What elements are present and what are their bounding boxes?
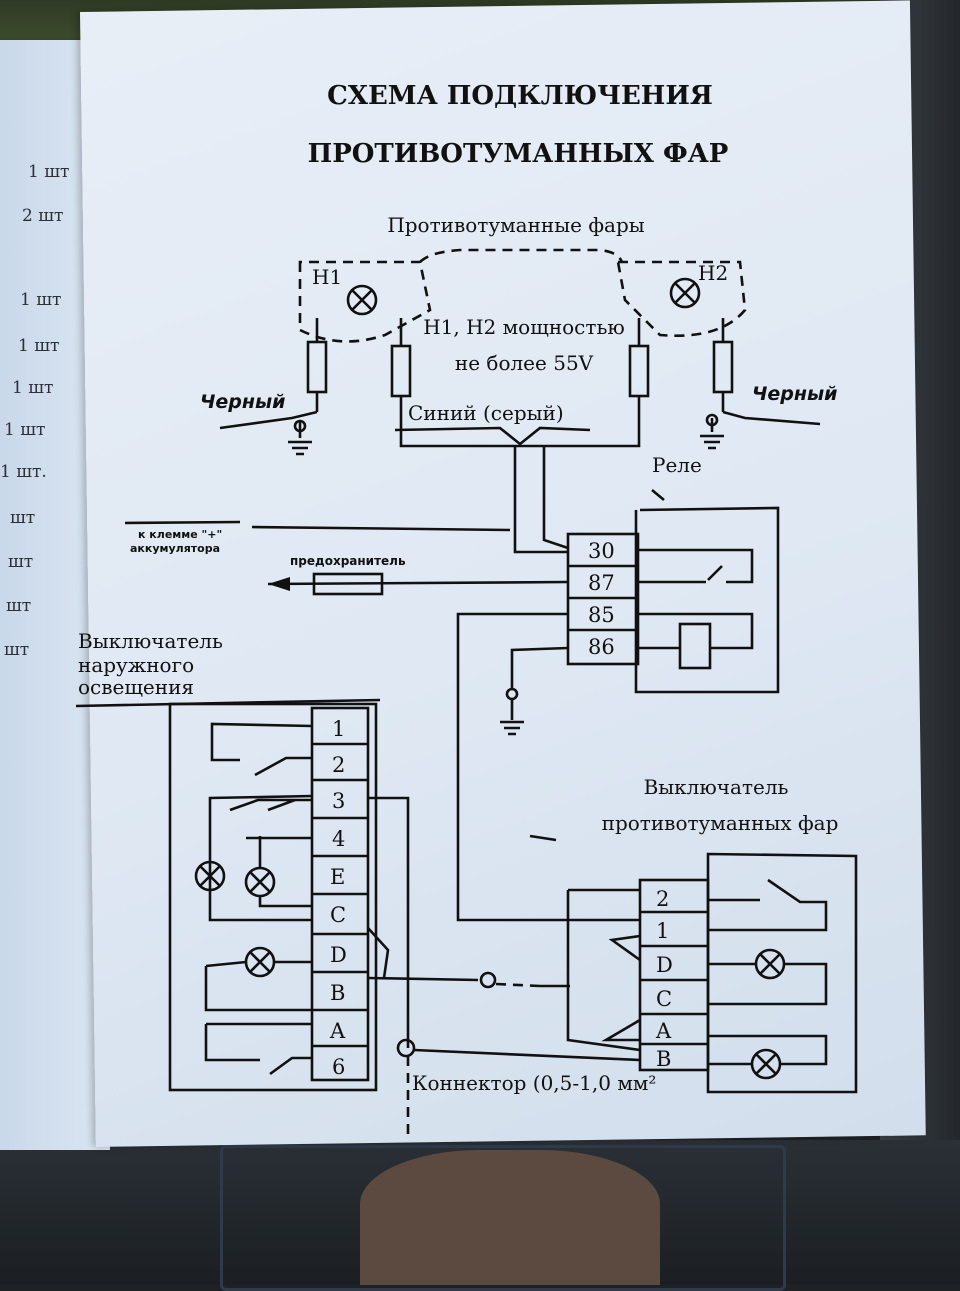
qty-item: 2 шт	[22, 206, 64, 226]
power-line1: H1, H2 мощностью	[423, 315, 625, 339]
title-line2: ПРОТИВОТУМАННЫХ ФАР	[308, 139, 729, 169]
fuse-wire	[267, 580, 569, 586]
battery-label-line2: аккумулятора	[130, 542, 220, 555]
relay-label: Реле	[652, 453, 702, 477]
fuse-arrow-icon	[268, 577, 290, 591]
relay-pin: 30	[588, 539, 615, 563]
qty-item: шт	[4, 640, 30, 660]
black-wire-right: Черный	[752, 383, 837, 405]
ext-switch-label-line3: освещения	[78, 675, 194, 699]
ext-switch-pin: D	[330, 943, 347, 967]
qty-item: шт	[6, 596, 32, 616]
fog-light-h1: H1	[298, 260, 432, 343]
qty-item: шт	[10, 508, 36, 528]
blue-wire-to-relay	[513, 446, 569, 554]
fuse-symbol	[312, 572, 384, 596]
connector-node-icon	[396, 1038, 416, 1058]
connector-dashed	[495, 982, 541, 988]
qty-item: 1 шт.	[0, 462, 47, 482]
h2-label: H2	[698, 261, 728, 285]
fog-switch-pin: 2	[656, 887, 669, 911]
ext-switch-pin: 3	[332, 789, 345, 813]
battery-wire	[251, 525, 511, 532]
wire-ext-to-fog	[367, 976, 479, 982]
power-line2: не более 55V	[455, 351, 594, 375]
fog-switch-label-line1: Выключатель	[644, 775, 789, 799]
qty-item: 1 шт	[18, 336, 60, 356]
blue-wire-label: Синий (серый)	[408, 401, 564, 425]
wire-85	[456, 612, 640, 922]
plugs	[306, 318, 734, 420]
connector-circle-icon	[479, 971, 497, 989]
ext-switch-pin: 6	[332, 1055, 345, 1079]
qty-item: 1 шт	[4, 420, 46, 440]
ext-switch-pin: E	[330, 865, 345, 889]
wire-ext-to-connector	[368, 796, 410, 1048]
ext-switch-pin: 2	[332, 753, 345, 777]
wire-b	[413, 1048, 641, 1062]
fog-lights-label: Противотуманные фары	[387, 213, 644, 237]
exterior-light-switch: 1 2 3 4 E C D B A 6	[168, 702, 378, 1092]
ext-switch-label-line1: Выключатель	[78, 629, 223, 653]
ext-switch-pin: 1	[332, 717, 345, 741]
fuse-label: предохранитель	[290, 554, 406, 568]
qty-item: 1 шт	[12, 378, 54, 398]
relay-pin: 87	[588, 571, 615, 595]
wire-86	[510, 646, 569, 690]
fog-light-h2: H2	[616, 260, 747, 337]
fog-switch-pin: D	[656, 953, 673, 977]
fog-switch-label-line2: противотуманных фар	[602, 811, 839, 835]
ground-right	[700, 410, 821, 450]
battery-line	[124, 520, 241, 525]
black-wire-left: Черный	[200, 391, 285, 413]
ext-switch-pin: A	[329, 1019, 346, 1043]
blue-wire-loop	[399, 420, 641, 448]
fog-switch-tick	[529, 834, 557, 842]
title-line1: СХЕМА ПОДКЛЮЧЕНИЯ	[327, 81, 713, 111]
ext-switch-pin: C	[330, 903, 346, 927]
relay: Реле 30 87 85 86	[566, 453, 780, 694]
h1-label: H1	[312, 265, 342, 289]
fog-light-switch: 2 1 D C A B	[566, 852, 858, 1094]
blue-wire-junction	[394, 426, 591, 446]
ext-switch-label-line2: наружного	[78, 653, 194, 677]
background-pot	[360, 1150, 660, 1285]
wire-ext-bend	[367, 927, 390, 979]
connector-label: Коннектор (0,5-1,0 мм²	[412, 1071, 656, 1095]
ground-relay	[500, 687, 524, 736]
qty-item: 1 шт	[28, 162, 70, 182]
ext-switch-pin: B	[330, 981, 345, 1005]
vehicle-outline	[419, 248, 624, 263]
relay-pin: 85	[588, 603, 615, 627]
relay-pin: 86	[588, 635, 615, 659]
fog-switch-pin: 1	[656, 919, 669, 943]
qty-item: 1 шт	[20, 290, 62, 310]
ext-switch-pin: 4	[332, 827, 345, 851]
fog-switch-pin: B	[656, 1047, 671, 1071]
battery-label-line1: к клемме "+"	[138, 528, 222, 541]
fog-switch-pin: A	[655, 1019, 672, 1043]
qty-item: шт	[8, 552, 34, 572]
fog-switch-pin: C	[656, 987, 672, 1011]
ground-left	[219, 410, 318, 456]
